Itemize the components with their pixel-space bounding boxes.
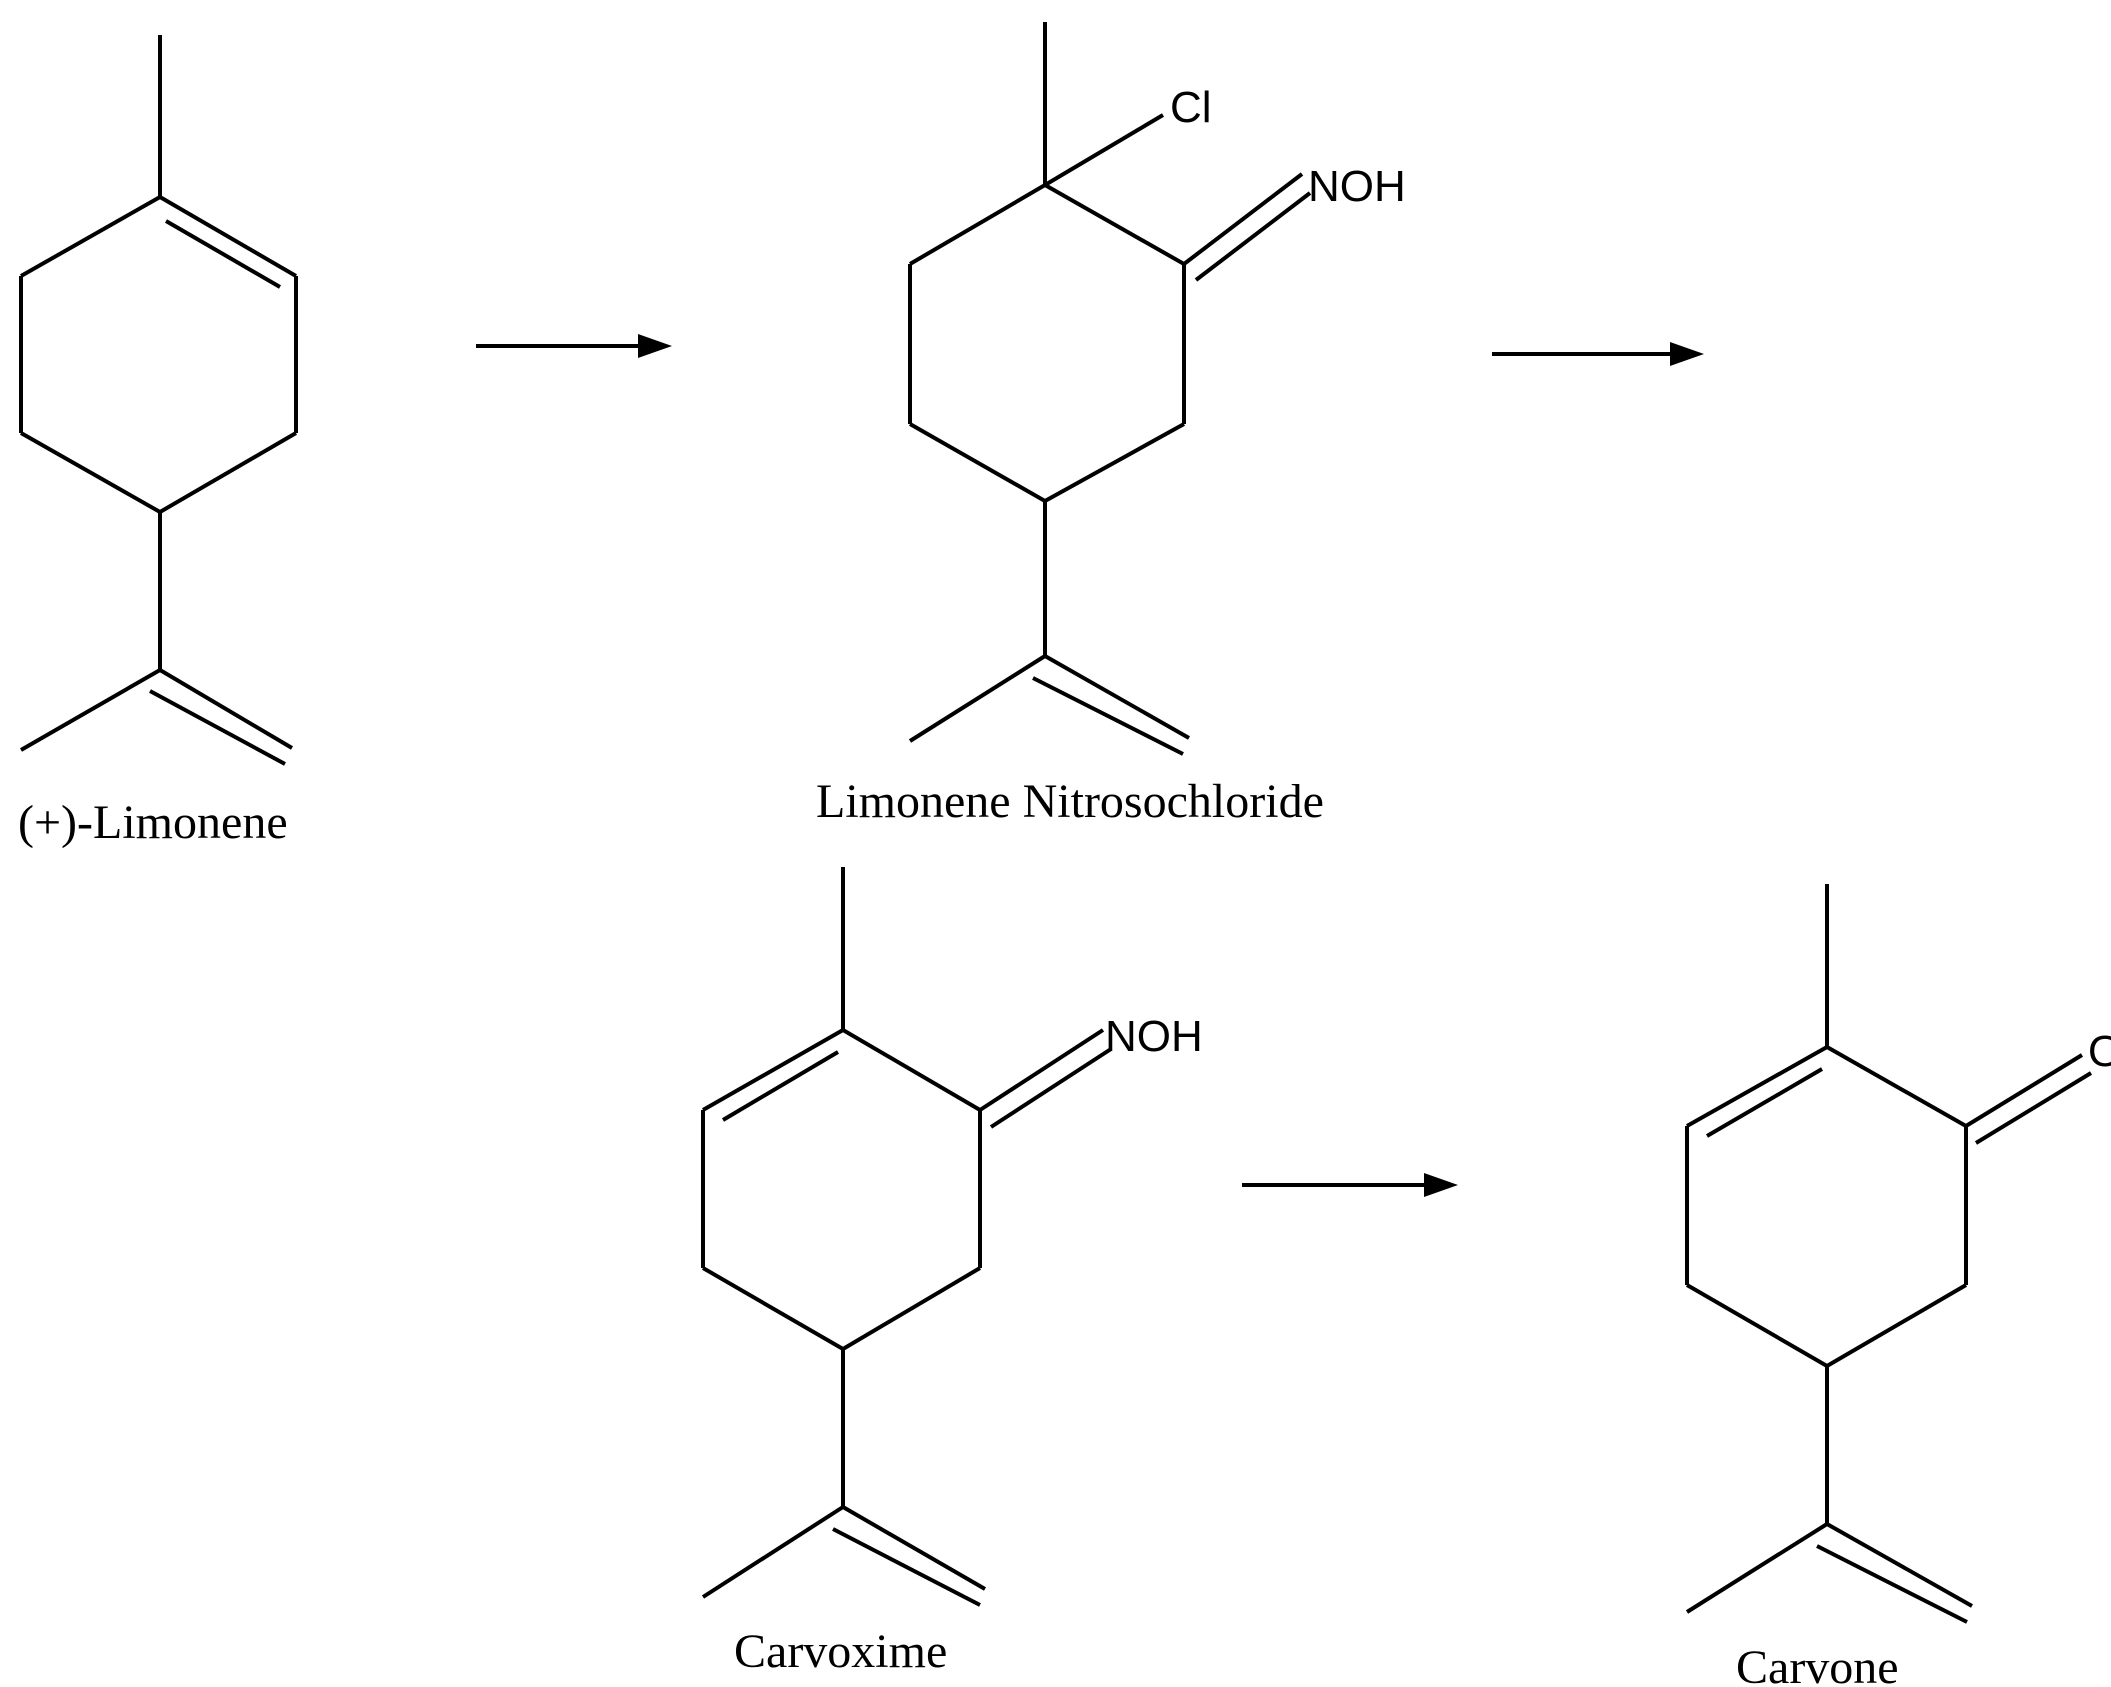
label-limonene-nitrosochloride: Limonene Nitrosochloride — [816, 775, 1324, 828]
bond-c-n-double — [1182, 172, 1304, 266]
arrow-head — [1670, 342, 1704, 366]
atom-noh: NOH — [1308, 162, 1406, 211]
bond-ring — [20, 195, 161, 278]
structure-limonene: (+)-Limonene — [18, 35, 298, 849]
reaction-arrow-1 — [476, 334, 672, 358]
label-limonene: (+)-Limonene — [18, 796, 288, 849]
bond-isopropenyl-double-inner — [832, 1527, 981, 1607]
bond-isopropenyl-methyl — [908, 654, 1047, 743]
bond-c-cl — [1043, 113, 1165, 187]
bond-isopropenyl-double — [158, 668, 294, 750]
bond-c-n-double-inner — [1194, 191, 1312, 282]
bond-ring-double-inner — [721, 1050, 840, 1122]
bond-c-o-double-inner — [1974, 1071, 2093, 1145]
bond-ring — [1825, 1283, 1968, 1368]
structure-carvone: O Carvone — [1685, 884, 2111, 1687]
reaction-arrow-2 — [1492, 342, 1704, 366]
bond-ring-double — [158, 195, 298, 278]
bond-c-o-double — [1964, 1053, 2084, 1128]
bond-isopropenyl-double — [1044, 654, 1190, 740]
bond-c-n-double-inner — [989, 1047, 1113, 1129]
bond-ring-double-inner — [164, 219, 282, 289]
bond-ring — [1044, 422, 1185, 503]
bond-ring — [701, 1266, 845, 1351]
bond-isopropenyl-double-inner — [149, 689, 286, 766]
bond-isopropenyl-double-inner — [1816, 1544, 1968, 1624]
bond-ring-double — [702, 1028, 844, 1112]
bond-ring — [1044, 183, 1185, 266]
reaction-arrow-3 — [1242, 1173, 1458, 1197]
bond-isopropenyl-double — [1826, 1522, 1973, 1608]
arrow-head — [1424, 1173, 1458, 1197]
bond-ring-double-inner — [1705, 1067, 1824, 1138]
bond-ring-double — [1686, 1045, 1828, 1128]
structure-limonene-nitrosochloride: Cl NOH Limonene Nitrosochloride — [816, 22, 1406, 828]
atom-cl: Cl — [1170, 83, 1212, 132]
atom-o: O — [2088, 1027, 2111, 1076]
bond-ring — [1685, 1283, 1829, 1368]
bond-c-n-double — [978, 1028, 1105, 1112]
bond-isopropenyl-methyl — [1685, 1522, 1829, 1614]
bond-ring — [1826, 1045, 1967, 1128]
label-carvone: Carvone — [1736, 1641, 1899, 1687]
bond-ring — [20, 431, 161, 514]
bond-isopropenyl-methyl — [701, 1505, 845, 1599]
bond-isopropenyl-methyl — [20, 668, 161, 752]
bond-isopropenyl-double — [841, 1505, 987, 1591]
bond-ring — [909, 422, 1046, 503]
structure-carvoxime: NOH Carvoxime — [701, 867, 1203, 1678]
bond-ring — [841, 1266, 982, 1351]
bond-ring — [908, 183, 1047, 266]
bond-isopropenyl-double-inner — [1032, 676, 1184, 756]
atom-noh: NOH — [1105, 1012, 1203, 1061]
bond-ring — [841, 1028, 982, 1112]
bond-ring — [158, 431, 298, 514]
label-carvoxime: Carvoxime — [734, 1625, 947, 1678]
arrow-head — [638, 334, 672, 358]
